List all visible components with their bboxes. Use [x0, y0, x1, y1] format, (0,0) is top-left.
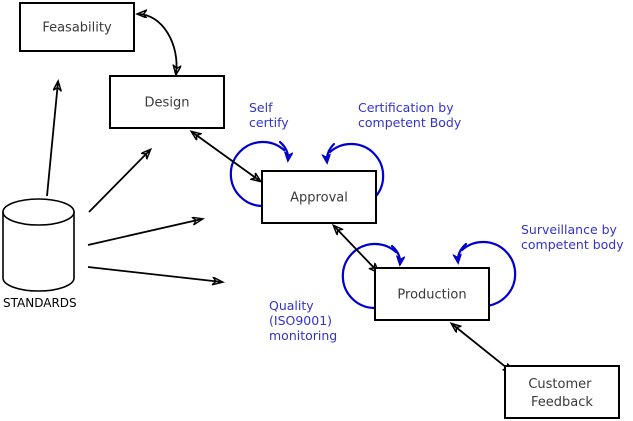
node-approval[interactable]: Approval: [261, 170, 377, 224]
production-label: Production: [397, 288, 466, 303]
flow-approval-production: [334, 226, 378, 272]
approval-label: Approval: [290, 191, 348, 206]
flow-design-feasability: [138, 14, 177, 74]
production-box[interactable]: [374, 267, 490, 321]
approval-box[interactable]: [261, 170, 377, 224]
loop-label-surveillance: Surveillance by competent body: [521, 222, 624, 252]
loop-label-self-certify: Self certify: [249, 100, 289, 130]
node-customer-feedback[interactable]: Customer Feedback: [504, 365, 620, 419]
flow-standards-production: [87, 266, 222, 282]
loop-quality-iso9001-monitoring: Quality (ISO9001) monitoring: [269, 242, 400, 343]
flow-standards-feasability: [46, 82, 58, 197]
customer-feedback-box[interactable]: [504, 365, 620, 419]
flow-standards-approval: [87, 219, 202, 246]
feasability-box[interactable]: [19, 2, 135, 52]
standards-cylinder-top: [2, 198, 75, 226]
self-certify-arrowhead: [278, 140, 288, 160]
feasability-label: Feasability: [42, 21, 112, 36]
surveillance-arrowhead: [458, 242, 468, 262]
design-box[interactable]: [109, 75, 225, 129]
node-design[interactable]: Design: [109, 75, 225, 129]
node-feasability[interactable]: Feasability: [19, 2, 135, 52]
node-production[interactable]: Production: [374, 267, 490, 321]
certification-arrowhead: [327, 142, 336, 162]
flow-design-approval: [192, 132, 260, 181]
design-label: Design: [145, 96, 190, 111]
standards-label: STANDARDS: [3, 296, 77, 310]
quality-arrowhead: [390, 244, 400, 264]
loop-surveillance-by-competent-body: Surveillance by competent body: [458, 222, 624, 308]
customer-feedback-label: Customer Feedback: [528, 377, 595, 410]
flow-production-customer-feedback: [452, 324, 512, 372]
loop-label-certification: Certification by competent Body: [358, 100, 462, 130]
loop-label-quality: Quality (ISO9001) monitoring: [269, 298, 337, 343]
flow-standards-design: [88, 150, 150, 213]
standards-cylinder-body[interactable]: [2, 211, 75, 292]
datastore-standards[interactable]: STANDARDS: [2, 198, 77, 310]
